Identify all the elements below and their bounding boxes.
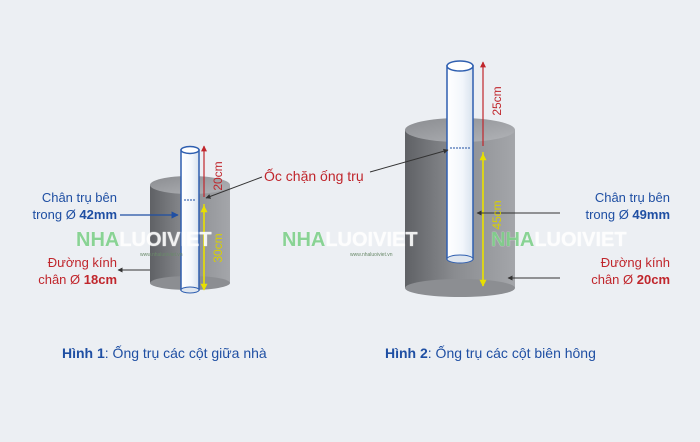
figure2-inner-diameter-label: Chân trụ bên trong Ø 49mm — [585, 190, 670, 222]
figure1-dim-top: 20cm — [211, 161, 225, 190]
figure2-dim-bottom: 45cm — [490, 200, 504, 229]
figure2-pipe — [446, 60, 474, 264]
figure1-dim-bottom: 30cm — [211, 233, 225, 262]
stop-nut-label: Ốc chặn ống trụ — [264, 168, 364, 184]
figure2-dim-top: 25cm — [490, 86, 504, 115]
watermark-1-subtext: www.nhaluoiviet.vn — [140, 252, 183, 258]
figure1-caption: Hình 1: Ống trụ các cột giữa nhà — [62, 345, 267, 361]
figure1-inner-diameter-label: Chân trụ bên trong Ø 42mm — [32, 190, 117, 222]
figure1-pipe — [180, 145, 200, 294]
figure2-caption: Hình 2: Ống trụ các cột biên hông — [385, 345, 596, 361]
stop-nut-arrow-right — [369, 148, 449, 173]
watermark-1: NHALUOIVIET — [76, 229, 212, 251]
watermark-2: NHALUOIVIET — [282, 229, 418, 251]
stop-nut-arrow-left — [205, 176, 263, 199]
watermark-2-subtext: www.nhaluoiviet.vn — [350, 252, 393, 258]
figure1-base-diameter-label: Đường kính chân Ø 18cm — [38, 255, 117, 287]
figure2-base-diameter-label: Đường kính chân Ø 20cm — [591, 255, 670, 287]
watermark-3: NHALUOIVIET — [491, 229, 627, 251]
